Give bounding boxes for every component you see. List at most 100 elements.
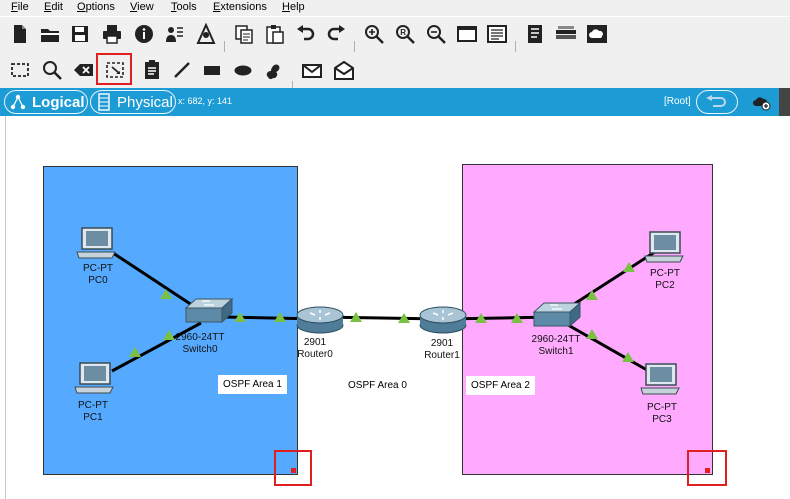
switch1-type: 2960-24TT — [531, 334, 581, 345]
ospf-area2-label[interactable]: OSPF Area 2 — [466, 376, 535, 395]
draw-ellipse-icon[interactable] — [231, 58, 255, 82]
resize-shape-highlight — [96, 53, 132, 85]
ospf-area0-label[interactable]: OSPF Area 0 — [343, 376, 412, 395]
viewport-edge — [779, 88, 790, 116]
pdu-list-icon[interactable] — [523, 22, 547, 46]
switch0-name: Switch0 — [182, 344, 218, 355]
link-pc1-switch0[interactable] — [111, 321, 202, 373]
menu-file[interactable]: File — [11, 1, 29, 13]
tab-logical[interactable]: Logical — [4, 90, 88, 114]
router0-device[interactable] — [296, 306, 344, 334]
link-light — [163, 330, 175, 340]
drawing-palette-icon[interactable] — [455, 22, 479, 46]
zoom-reset-icon[interactable]: R — [393, 22, 417, 46]
draw-line-icon[interactable] — [170, 58, 194, 82]
pc3-device[interactable] — [640, 363, 680, 395]
pc0-type: PC-PT — [83, 263, 113, 274]
link-switch1-pc3[interactable] — [553, 315, 662, 380]
link-light — [475, 313, 487, 323]
router1-type: 2901 — [430, 338, 454, 349]
link-light — [398, 313, 410, 323]
router1-device[interactable] — [419, 306, 467, 334]
logical-topology-icon — [10, 94, 26, 110]
switch1-device[interactable] — [532, 301, 582, 328]
area2-resize-handle[interactable] — [705, 468, 710, 473]
main-toolbar: R — [0, 17, 790, 61]
pc2-type: PC-PT — [650, 268, 680, 279]
place-note-icon[interactable] — [140, 58, 164, 82]
info-icon[interactable] — [132, 22, 156, 46]
menu-tools[interactable]: Tools — [171, 1, 197, 13]
menu-view[interactable]: View — [130, 1, 154, 13]
pc2-name: PC2 — [655, 280, 675, 291]
add-simple-pdu-icon[interactable] — [300, 58, 324, 82]
toolbar-separator — [515, 41, 516, 61]
activity-wizard-icon[interactable] — [162, 22, 186, 46]
ospf-area2-rectangle[interactable] — [462, 164, 713, 475]
delete-icon[interactable] — [72, 58, 96, 82]
undo-icon[interactable] — [294, 22, 318, 46]
link-light — [586, 329, 598, 339]
pc2-device[interactable] — [644, 231, 684, 263]
cloud-icon[interactable] — [585, 22, 609, 46]
area1-resize-handle[interactable] — [291, 468, 296, 473]
switch0-type: 2960-24TT — [175, 332, 225, 343]
link-light — [160, 289, 172, 299]
menu-options[interactable]: Options — [77, 1, 115, 13]
back-arrow-icon — [706, 95, 726, 107]
toolbar-separator — [224, 41, 225, 61]
zoom-in-icon[interactable] — [362, 22, 386, 46]
toolbar-separator — [354, 41, 355, 61]
draw-rectangle-icon[interactable] — [200, 58, 224, 82]
menu-bar: File Edit Options View Tools Extensions … — [0, 0, 790, 16]
switch1-name: Switch1 — [538, 346, 574, 357]
save-icon[interactable] — [68, 22, 92, 46]
tab-physical[interactable]: Physical — [90, 90, 176, 114]
svg-text:R: R — [400, 28, 406, 37]
print-icon[interactable] — [100, 22, 124, 46]
new-cluster-icon[interactable] — [750, 90, 774, 114]
add-complex-pdu-icon[interactable] — [332, 58, 356, 82]
custom-devices-icon[interactable] — [485, 22, 509, 46]
menu-edit[interactable]: Edit — [44, 1, 63, 13]
switch0-device[interactable] — [184, 297, 234, 324]
zoom-out-icon[interactable] — [424, 22, 448, 46]
draw-freeform-icon[interactable] — [262, 58, 286, 82]
router0-name: Router0 — [297, 349, 333, 360]
pc1-type: PC-PT — [78, 400, 108, 411]
open-folder-icon[interactable] — [38, 22, 62, 46]
back-button[interactable] — [696, 90, 738, 114]
paste-icon[interactable] — [263, 22, 287, 46]
link-light — [511, 313, 523, 323]
copy-icon[interactable] — [232, 22, 256, 46]
menu-help[interactable]: Help — [282, 1, 305, 13]
network-info-icon[interactable] — [194, 22, 218, 46]
resize-shape-icon[interactable] — [103, 58, 127, 82]
pc1-device[interactable] — [74, 362, 114, 394]
link-pc0-switch0[interactable] — [112, 251, 202, 313]
physical-rack-icon — [98, 93, 110, 111]
pc3-name: PC3 — [652, 414, 672, 425]
ospf-area1-rectangle[interactable] — [43, 166, 298, 475]
link-light — [234, 312, 246, 322]
redo-icon[interactable] — [324, 22, 348, 46]
router1-name: Router1 — [424, 350, 460, 361]
new-file-icon[interactable] — [8, 22, 32, 46]
inspect-icon[interactable] — [40, 58, 64, 82]
link-light — [586, 290, 598, 300]
network-topology — [74, 227, 684, 395]
ospf-area1-label[interactable]: OSPF Area 1 — [218, 375, 287, 394]
root-breadcrumb[interactable]: [Root] — [664, 96, 691, 107]
tab-physical-label: Physical — [117, 93, 173, 111]
select-icon[interactable] — [8, 58, 32, 82]
link-light — [274, 312, 286, 322]
cluster-icon[interactable] — [554, 22, 578, 46]
menu-extensions[interactable]: Extensions — [213, 1, 267, 13]
pc0-device[interactable] — [76, 227, 116, 259]
